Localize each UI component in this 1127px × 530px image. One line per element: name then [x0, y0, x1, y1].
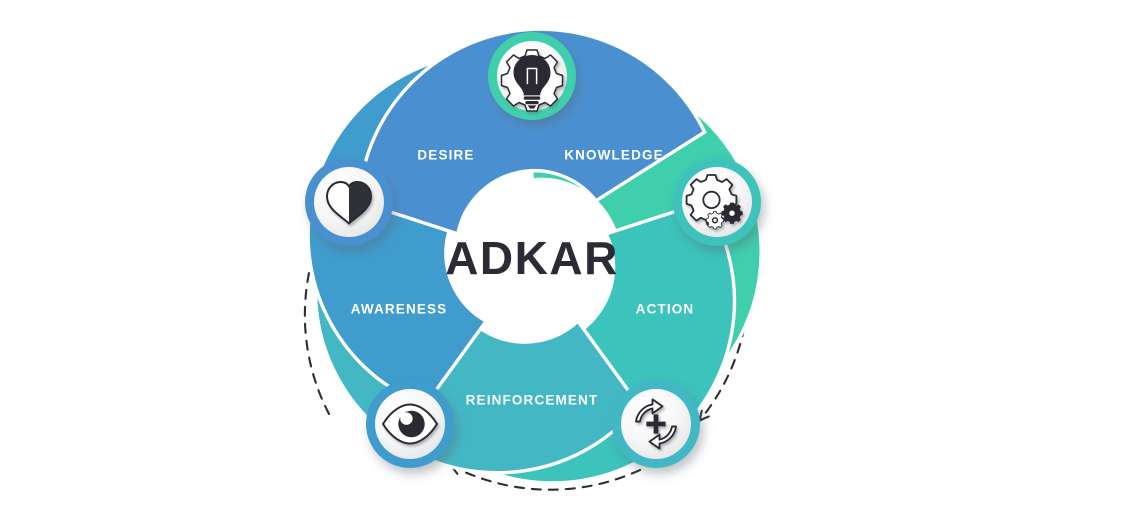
- segment-label-action: ACTION: [636, 302, 695, 317]
- segment-desire[interactable]: [353, 0, 722, 297]
- reinforcement-badge[interactable]: [612, 380, 700, 468]
- refresh-plus-icon: [635, 398, 677, 450]
- arrow-reinforcement-to-awareness: [452, 466, 642, 491]
- lightbulb-gear-icon: [500, 49, 564, 112]
- segment-label-awareness: AWARENESS: [351, 302, 448, 317]
- gears-icon: [685, 174, 743, 230]
- segment-label-knowledge: KNOWLEDGE: [564, 148, 664, 163]
- awareness-badge[interactable]: [366, 380, 454, 468]
- desire-badge[interactable]: [305, 158, 393, 246]
- segment-label-reinforcement: REINFORCEMENT: [466, 393, 599, 408]
- center-title: ADKAR: [445, 232, 619, 284]
- segment-label-desire: DESIRE: [417, 148, 474, 163]
- center-hub: [454, 180, 610, 336]
- knowledge-badge[interactable]: [488, 32, 576, 120]
- eye-icon: [381, 403, 439, 445]
- action-badge[interactable]: [673, 158, 761, 246]
- segment-labels: DESIRE KNOWLEDGE ACTION REINFORCEMENT AW…: [351, 148, 695, 408]
